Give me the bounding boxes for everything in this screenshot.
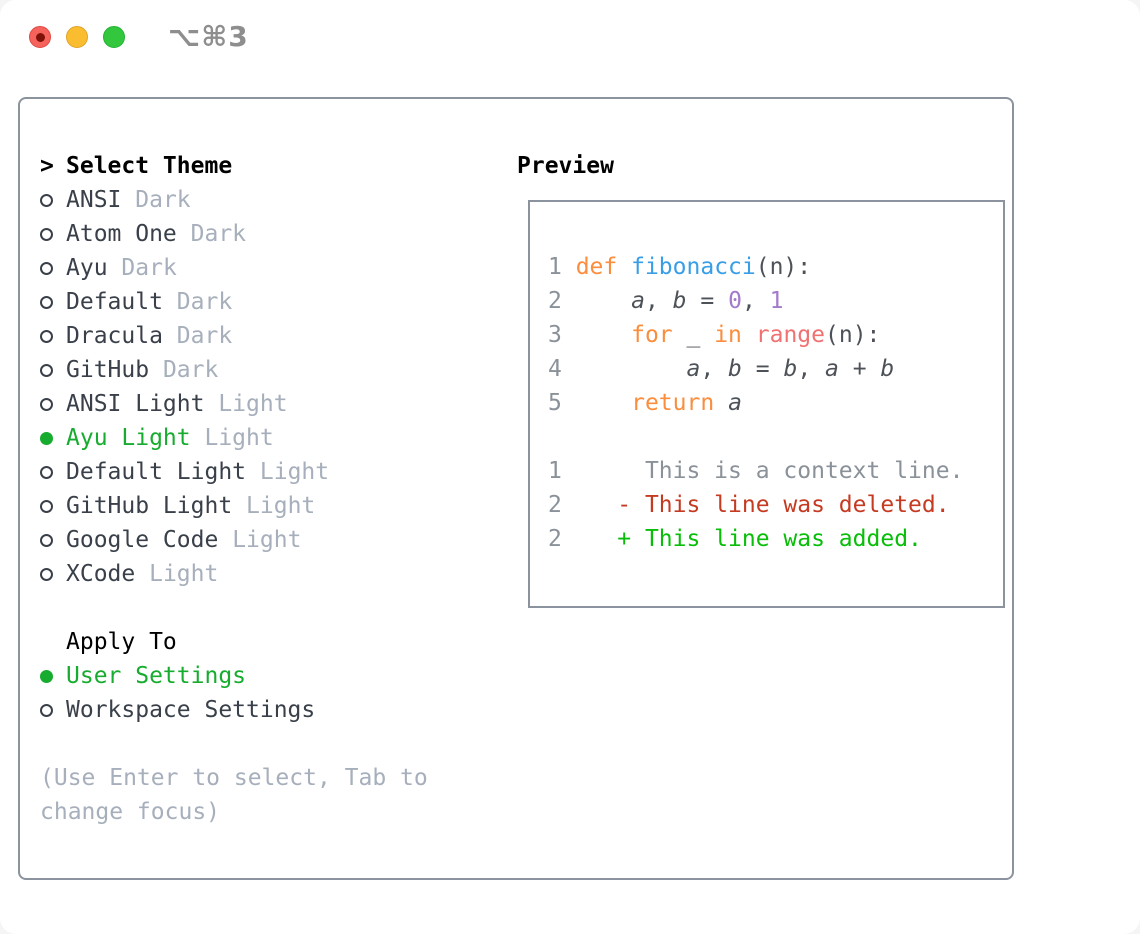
theme-option-variant: Dark: [176, 323, 233, 349]
theme-option-google-code[interactable]: Google Code Light: [40, 523, 480, 557]
radio-icon: [40, 227, 66, 241]
radio-icon: [40, 499, 66, 513]
code-line: 3 for _ in range(n):: [548, 322, 881, 348]
window-title: ⌥⌘3: [168, 20, 249, 53]
theme-option-name: GitHub: [66, 357, 150, 383]
theme-option-default-light[interactable]: Default Light Light: [40, 455, 480, 489]
spacer: [40, 591, 480, 625]
theme-option-variant: Dark: [121, 255, 177, 281]
zoom-button[interactable]: [103, 26, 125, 48]
code-line: 1 This is a context line.: [548, 458, 964, 484]
traffic-lights: [29, 26, 125, 48]
titlebar: ⌥⌘3: [0, 0, 1140, 97]
theme-option-name: Ayu Light: [66, 425, 191, 451]
preview-title: Preview: [517, 153, 614, 179]
theme-option-name: Ayu: [66, 255, 108, 281]
theme-option-variant: Light: [149, 561, 219, 587]
theme-option-dracula[interactable]: Dracula Dark: [40, 319, 480, 353]
theme-option-atom-one[interactable]: Atom One Dark: [40, 217, 480, 251]
code-line: 5 return a: [548, 390, 742, 416]
theme-option-variant: Dark: [162, 357, 219, 383]
apply-option-user-settings[interactable]: User Settings: [40, 659, 480, 693]
radio-icon: [40, 295, 66, 309]
theme-option-name: XCode: [66, 561, 136, 587]
apply-option-name: User Settings: [66, 663, 247, 689]
theme-option-xcode[interactable]: XCode Light: [40, 557, 480, 591]
radio-icon: [40, 397, 66, 411]
radio-icon: [40, 567, 66, 581]
preview-column: Preview 1 def fibonacci(n): 2 a, b = 0, 1…: [517, 149, 1005, 608]
code-line: 2 + This line was added.: [548, 526, 922, 552]
theme-option-default[interactable]: Default Dark: [40, 285, 480, 319]
theme-option-variant: Dark: [190, 221, 247, 247]
radio-icon: [40, 465, 66, 479]
code-preview: 1 def fibonacci(n): 2 a, b = 0, 1 3 for _ …: [530, 202, 1003, 556]
radio-icon: [40, 261, 66, 275]
focus-pointer-icon: >: [40, 153, 54, 179]
theme-option-name: ANSI Light: [66, 391, 205, 417]
theme-option-github[interactable]: GitHub Dark: [40, 353, 480, 387]
theme-option-name: Default Light: [66, 459, 247, 485]
minimize-button[interactable]: [66, 26, 88, 48]
radio-icon: [40, 193, 66, 207]
select-theme-header-row: > Select Theme: [40, 149, 480, 183]
radio-icon: [40, 703, 66, 717]
radio-selected-icon: [40, 669, 66, 683]
theme-option-ansi[interactable]: ANSI Dark: [40, 183, 480, 217]
apply-option-name: Workspace Settings: [66, 697, 316, 723]
theme-option-name: Atom One: [66, 221, 177, 247]
theme-option-variant: Light: [246, 493, 316, 519]
code-line: 4 a, b = b, a + b: [548, 356, 895, 382]
theme-option-github-light[interactable]: GitHub Light Light: [40, 489, 480, 523]
theme-option-name: GitHub Light: [66, 493, 233, 519]
theme-option-variant: Light: [232, 527, 302, 553]
theme-option-name: Default: [66, 289, 163, 315]
radio-icon: [40, 363, 66, 377]
code-line: 1 def fibonacci(n):: [548, 254, 812, 280]
theme-option-variant: Light: [218, 391, 288, 417]
theme-option-variant: Dark: [135, 187, 191, 213]
theme-option-variant: Light: [204, 425, 274, 451]
code-line: [548, 420, 1003, 454]
theme-option-ansi-light[interactable]: ANSI Light Light: [40, 387, 480, 421]
section-title-apply-to: Apply To: [66, 629, 177, 655]
apply-option-workspace-settings[interactable]: Workspace Settings: [40, 693, 480, 727]
close-button[interactable]: [29, 26, 51, 48]
theme-option-ayu[interactable]: Ayu Dark: [40, 251, 480, 285]
theme-option-name: Dracula: [66, 323, 163, 349]
theme-option-variant: Dark: [176, 289, 233, 315]
radio-selected-icon: [40, 431, 66, 445]
help-text: (Use Enter to select, Tab to change focu…: [40, 765, 428, 825]
radio-icon: [40, 533, 66, 547]
theme-option-variant: Light: [259, 459, 330, 485]
spacer: [40, 727, 480, 761]
theme-option-ayu-light[interactable]: Ayu Light Light: [40, 421, 480, 455]
code-line: 2 a, b = 0, 1: [548, 288, 784, 314]
code-line: 2 - This line was deleted.: [548, 492, 950, 518]
apply-to-header-row: Apply To: [40, 625, 480, 659]
theme-option-name: ANSI: [66, 187, 122, 213]
theme-option-name: Google Code: [66, 527, 219, 553]
section-title-select-theme: Select Theme: [66, 153, 233, 179]
preview-box: 1 def fibonacci(n): 2 a, b = 0, 1 3 for _ …: [528, 200, 1005, 608]
radio-icon: [40, 329, 66, 343]
